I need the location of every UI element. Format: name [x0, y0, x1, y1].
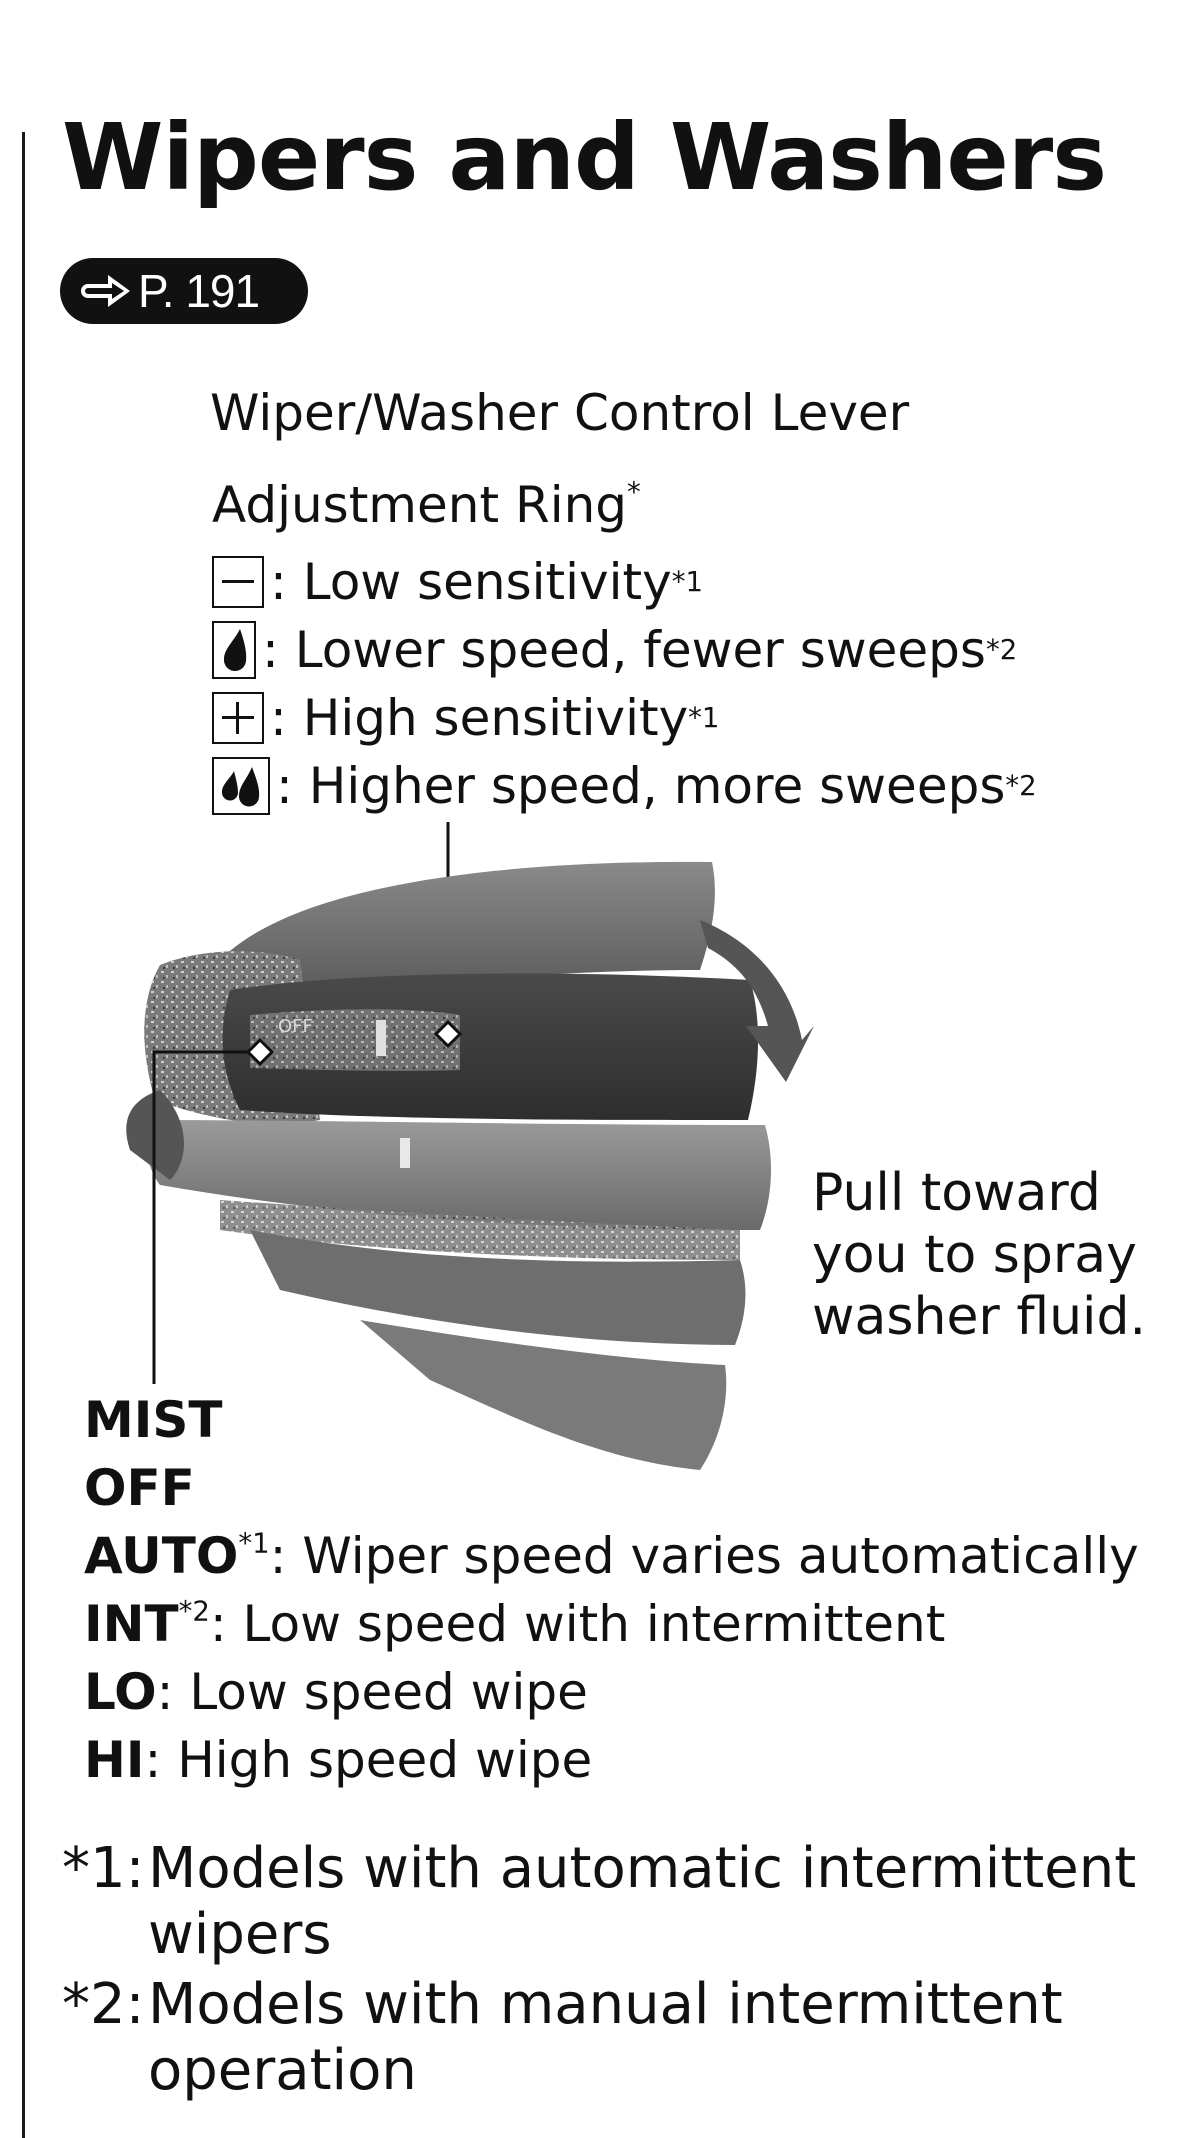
list-item: : Low sensitivity*1	[212, 548, 1037, 616]
footnote-item: *2: Models with manual intermittent oper…	[62, 1972, 1188, 2104]
plus-box-icon	[212, 692, 264, 744]
list-item: : High sensitivity*1	[212, 684, 1037, 752]
page-reference-label: P. 191	[138, 265, 260, 317]
lever-position-lower-3	[360, 1320, 727, 1470]
page-reference-link[interactable]: P. 191	[60, 258, 308, 324]
footnotes: *1: Models with automatic intermittent w…	[62, 1836, 1188, 2108]
list-item: OFF	[84, 1459, 195, 1517]
pull-note: Pull toward you to spray washer fluid.	[812, 1163, 1147, 1347]
arrow-right-icon	[81, 275, 130, 307]
adjustment-ring-list: : Low sensitivity*1 : Lower speed, fewer…	[212, 548, 1037, 820]
single-drop-icon	[212, 621, 256, 679]
footnote-text: Models with manual intermittent operatio…	[148, 1972, 1063, 2103]
lever-speckle-band	[250, 1009, 460, 1071]
lever-position-notch-lower	[400, 1138, 410, 1168]
lever-speckle-band-lower	[220, 1200, 740, 1260]
lever-position-lower-2	[250, 1230, 746, 1345]
list-item: INT*2: Low speed with intermittent	[84, 1595, 946, 1653]
list-item: LO: Low speed wipe	[84, 1663, 588, 1721]
lever-position-lower-1	[146, 1120, 772, 1230]
minus-box-icon	[212, 556, 264, 608]
list-item: : Higher speed, more sweeps*2	[212, 752, 1037, 820]
footnote-marker: *	[627, 476, 641, 509]
pull-arrow-icon	[700, 920, 814, 1082]
diagram-title: Wiper/Washer Control Lever	[210, 384, 910, 442]
page-title: Wipers and Washers	[62, 104, 1107, 211]
ring-leader-diamond	[433, 1019, 463, 1049]
lever-off-mark: OFF	[278, 1016, 313, 1037]
footnote-item: *1: Models with automatic intermittent w…	[62, 1836, 1188, 1968]
adjustment-ring-title: Adjustment Ring*	[212, 476, 641, 534]
footnote-mark: *1:	[62, 1836, 145, 1901]
list-item: AUTO*1: Wiper speed varies automatically	[84, 1527, 1139, 1585]
wiper-lever-illustration: OFF	[126, 822, 814, 1470]
lever-position-notch	[376, 1020, 386, 1056]
page-margin-rule	[22, 132, 25, 2138]
footnote-mark: *2:	[62, 1972, 145, 2037]
mist-leader-line	[152, 1050, 260, 1384]
lever-position-top	[220, 861, 715, 995]
position-leader-diamond	[245, 1037, 275, 1067]
footnote-text: Models with automatic intermittent wiper…	[148, 1836, 1137, 1967]
double-drop-icon	[212, 757, 270, 815]
list-item: HI: High speed wipe	[84, 1731, 593, 1789]
wiper-positions-list: MIST OFF AUTO*1: Wiper speed varies auto…	[84, 1386, 1139, 1794]
list-item: MIST	[84, 1391, 223, 1449]
list-item: : Lower speed, fewer sweeps*2	[212, 616, 1037, 684]
